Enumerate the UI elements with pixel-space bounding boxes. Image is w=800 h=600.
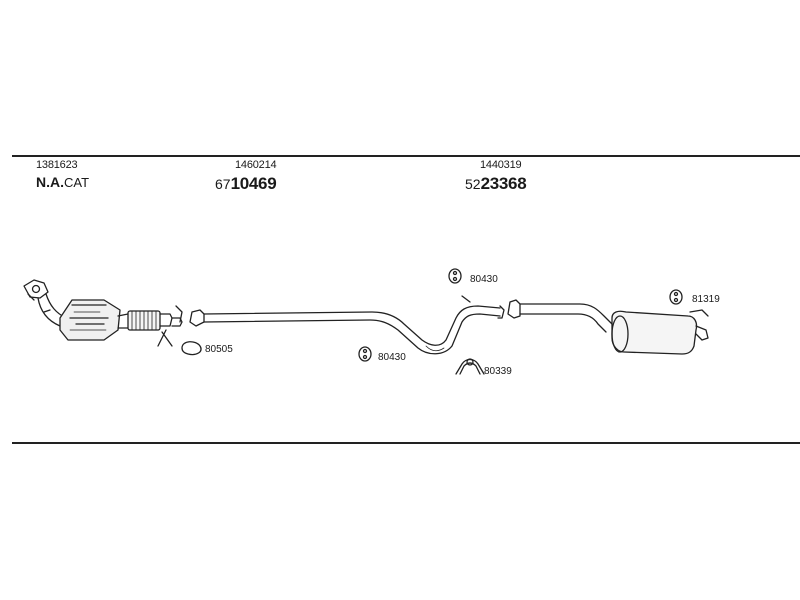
bottom-divider xyxy=(12,442,800,444)
hanger-rear-icon xyxy=(669,289,683,305)
callout-hanger-rear: 81319 xyxy=(692,294,720,305)
catalytic-converter-icon xyxy=(59,299,129,341)
gasket-icon xyxy=(181,341,202,356)
part-number: 1381623 xyxy=(36,159,78,171)
part-number: 1440319 xyxy=(480,159,522,171)
top-divider xyxy=(12,155,800,157)
front-flange-icon xyxy=(23,279,49,301)
callout-hanger-mid: 80430 xyxy=(378,352,406,363)
hanger-top-icon xyxy=(448,268,471,303)
callout-gasket: 80505 xyxy=(205,344,233,355)
clamp-icon xyxy=(455,358,485,375)
part-code-prefix: 52 xyxy=(465,176,481,192)
callout-hanger-top: 80430 xyxy=(470,274,498,285)
middle-pipe-icon xyxy=(189,305,505,355)
hanger-mid-icon xyxy=(358,346,372,362)
callout-clamp: 80339 xyxy=(484,366,512,377)
part-code-suffix: CAT xyxy=(64,175,90,190)
part-code-main: 23368 xyxy=(480,174,527,193)
rear-silencer-icon xyxy=(611,309,709,355)
part-code-main: 10469 xyxy=(230,174,277,193)
part-middle-pipe: 1460214 6710469 xyxy=(215,159,277,193)
part-code-prefix: N.A. xyxy=(36,174,64,190)
flex-pipe-icon xyxy=(127,305,183,347)
rear-pipe-icon xyxy=(507,299,613,333)
part-number: 1460214 xyxy=(235,159,277,171)
part-rear-silencer: 1440319 5223368 xyxy=(465,159,527,193)
part-catalytic-converter: 1381623 N.A.CAT xyxy=(36,160,89,191)
part-code-prefix: 67 xyxy=(215,176,231,192)
